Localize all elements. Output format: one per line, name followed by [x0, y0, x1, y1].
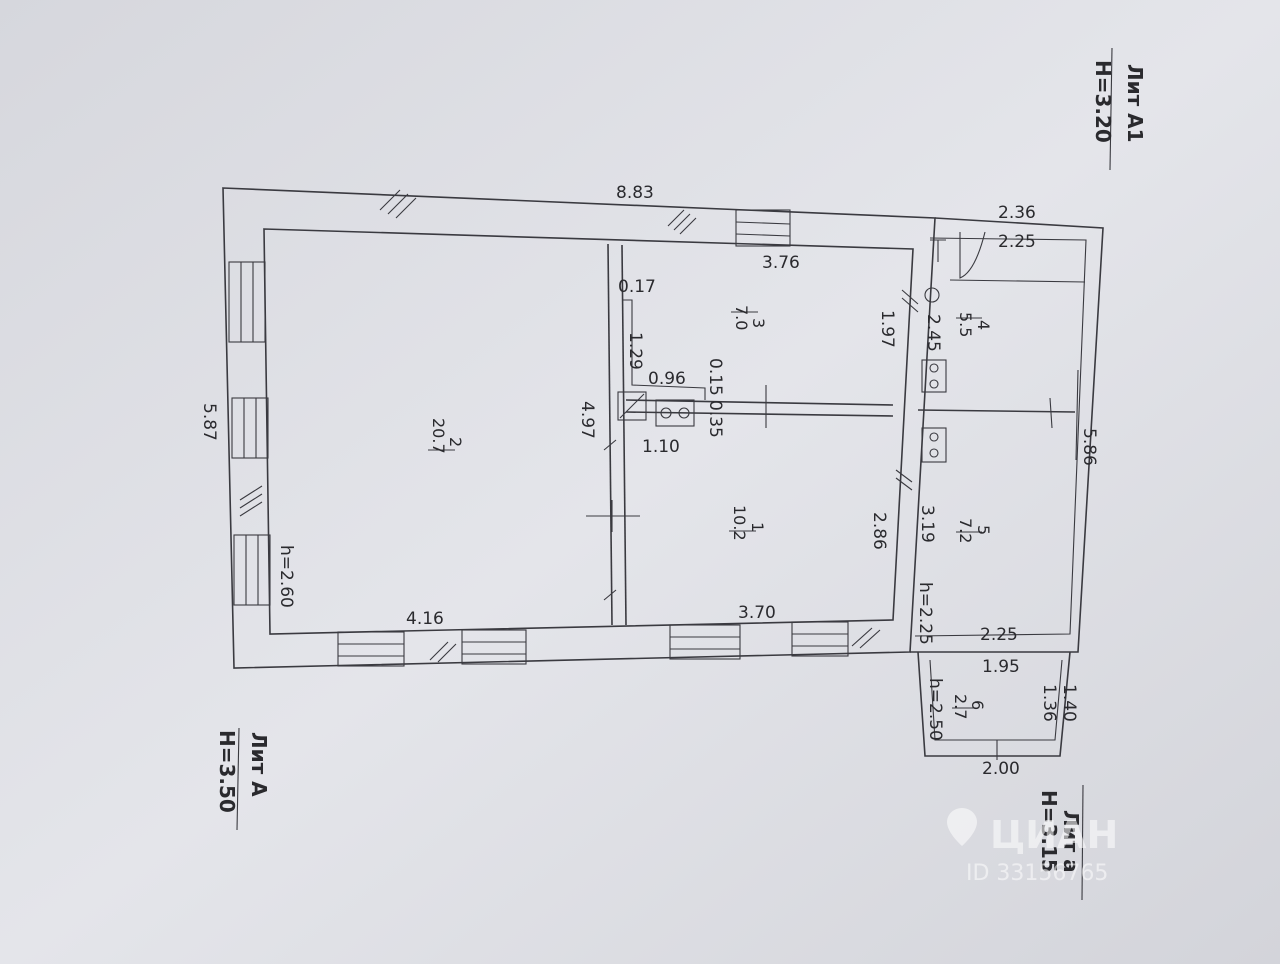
- dimension-label: 2.25: [980, 625, 1018, 645]
- dimension-label: 8.83: [616, 183, 654, 203]
- room-number: 5: [974, 525, 993, 535]
- walls: [222, 47, 1113, 901]
- dimension-label: 4.97: [577, 401, 597, 439]
- dimension-label: 4.16: [406, 609, 444, 629]
- dimension-label: h=2.50: [925, 678, 945, 741]
- lit-a-height: Н=3.50: [215, 730, 239, 813]
- dimension-label: 2.00: [982, 759, 1020, 779]
- dimension-label: 1.36: [1039, 684, 1059, 722]
- dimension-label: 0.15: [705, 358, 725, 396]
- lit-a1-label: Лит А1: [1123, 64, 1147, 143]
- dimension-label: 2.36: [998, 203, 1036, 223]
- location-pin-icon: [947, 808, 977, 846]
- dimension-label: 0.96: [648, 369, 686, 389]
- dimension-label: 3.70: [738, 603, 776, 623]
- watermark: ЦИАН ID 33156765: [947, 808, 1118, 886]
- dimension-label: 1.97: [877, 310, 897, 348]
- room-area: 10.2: [730, 505, 749, 541]
- dimension-label: 1.95: [982, 657, 1020, 677]
- dimension-label: 3.76: [762, 253, 800, 273]
- lit-small-a-height: Н=3.15: [1037, 790, 1061, 873]
- dimension-label: 5.86: [1079, 428, 1099, 466]
- lit-a1-height: Н=3.20: [1091, 60, 1115, 143]
- room-area: 20.7: [429, 418, 448, 454]
- dimension-label: 2.45: [923, 314, 943, 352]
- dimension-label: 5.87: [199, 403, 219, 441]
- watermark-brand: ЦИАН: [990, 813, 1118, 857]
- dimension-label: 2.25: [998, 232, 1036, 252]
- dimension-label: h=2.60: [276, 545, 296, 608]
- room-number: 6: [968, 700, 987, 710]
- lit-small-a-label: Лит а: [1059, 810, 1083, 873]
- dimension-label: h=2.25: [915, 582, 935, 645]
- dimension-label: 3.19: [917, 505, 937, 543]
- room-labels: 2 20.7 3 7.0 1 10.2 4 5.5 5 7.2 6 2.7: [429, 305, 993, 719]
- room-area: 5.5: [956, 312, 975, 337]
- dimension-labels: 8.83 5.87 4.97 4.16 h=2.60 3.76 0.17 1.2…: [199, 183, 1099, 779]
- dimension-label: 0.35: [705, 400, 725, 438]
- room-number: 4: [974, 320, 993, 330]
- dimension-label: 2.86: [869, 512, 889, 550]
- room-area: 7.2: [956, 518, 975, 543]
- dimension-label: 1.10: [642, 437, 680, 457]
- room-area: 2.7: [951, 694, 970, 719]
- room-number: 3: [749, 318, 768, 328]
- room-area: 7.0: [732, 305, 751, 330]
- room-number: 2: [446, 437, 465, 447]
- dimension-label: 1.29: [625, 332, 645, 370]
- lit-a-label: Лит А: [247, 732, 271, 797]
- room-number: 1: [748, 522, 767, 532]
- dimension-label: 1.40: [1059, 684, 1079, 722]
- dimension-label: 0.17: [618, 277, 656, 297]
- watermark-id: ID 33156765: [966, 861, 1108, 886]
